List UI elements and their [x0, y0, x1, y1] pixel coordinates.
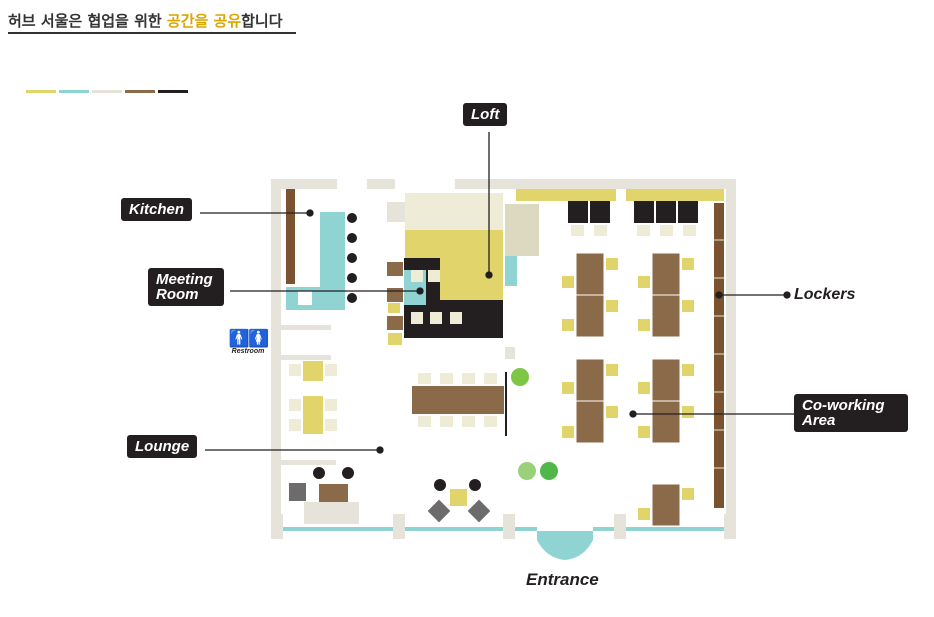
- swatch-cyan: [59, 90, 89, 93]
- kitchen-counter: [286, 189, 295, 284]
- swatch-brown: [125, 90, 155, 93]
- title-highlight: 공간을 공유: [166, 12, 242, 30]
- windows: [283, 527, 724, 531]
- loft-upper: [405, 193, 503, 230]
- label-entrance: Entrance: [526, 570, 599, 589]
- plants: [511, 368, 558, 480]
- swatch-cream: [92, 90, 122, 93]
- label-lockers: Lockers: [794, 286, 856, 303]
- title-suffix: 합니다: [241, 12, 283, 30]
- kitchen-island: [286, 212, 345, 310]
- swatch-black: [158, 90, 188, 93]
- long-table: [412, 386, 504, 414]
- callout-loft: Loft: [463, 103, 508, 126]
- callout-lounge: Lounge: [127, 435, 198, 458]
- kitchen-stools: [347, 213, 357, 303]
- walls: [271, 179, 736, 539]
- page-title: 허브 서울은 협업을 위한 공간을 공유합니다: [8, 10, 283, 31]
- title-underline: [8, 32, 296, 34]
- swatch-yellow: [26, 90, 56, 93]
- callout-coworking: Co-working Area: [794, 394, 908, 432]
- callout-kitchen: Kitchen: [121, 198, 193, 221]
- callout-meeting-room: Meeting Room: [148, 268, 224, 306]
- restroom-marker: 🚹🚺 Restroom: [226, 329, 270, 356]
- entrance-door-left: [537, 531, 565, 560]
- title-prefix: 허브 서울은 협업을 위한: [8, 12, 167, 30]
- lockers: [714, 203, 724, 508]
- loft-stairs: [405, 230, 503, 300]
- restroom-people-icon: 🚹🚺: [228, 329, 269, 348]
- color-legend: [26, 90, 188, 93]
- restroom-label: Restroom: [231, 348, 265, 355]
- entrance-door-right: [565, 531, 593, 560]
